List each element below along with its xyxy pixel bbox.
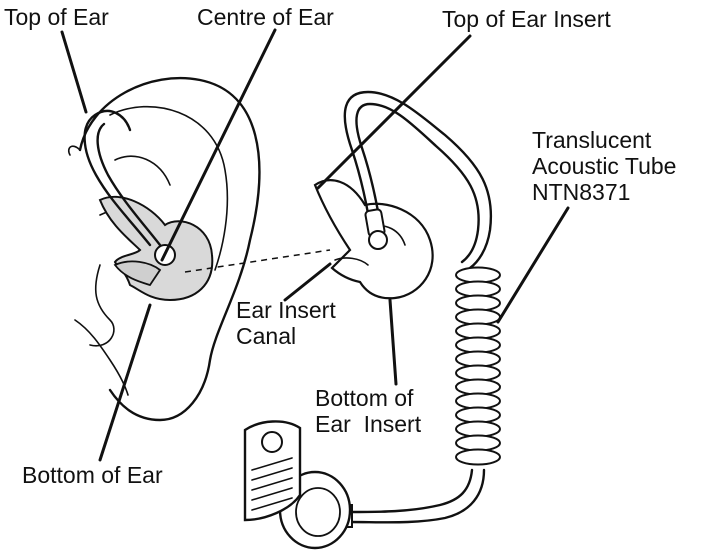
label-top-of-ear-text: Top of Ear <box>4 4 109 30</box>
label-bottom-of-ear-insert: Bottom of Ear Insert <box>315 385 421 437</box>
coil-loop <box>455 266 501 284</box>
coil-loop <box>455 322 501 340</box>
label-ear-insert-canal: Ear Insert Canal <box>236 297 336 349</box>
label-acoustic-tube: Translucent Acoustic Tube NTN8371 <box>532 127 676 205</box>
label-bottom-of-ear: Bottom of Ear <box>22 462 163 488</box>
alignment-dashed-line <box>184 249 331 273</box>
leader-centre-of-ear <box>160 28 277 262</box>
label-top-of-ear: Top of Ear <box>4 4 109 30</box>
label-centre-of-ear-text: Centre of Ear <box>197 4 334 30</box>
coil-loop <box>455 392 501 410</box>
coil-loop <box>455 294 501 312</box>
leader-top-of-ear-insert <box>316 34 472 190</box>
label-bottom-of-ear-insert-line1: Bottom of <box>315 385 414 411</box>
coil-loop <box>455 420 501 438</box>
label-ear-insert-canal-line1: Ear Insert <box>236 297 336 323</box>
coil-loop <box>455 406 501 424</box>
coil-loop <box>455 378 501 396</box>
coil-loop <box>455 350 501 368</box>
label-acoustic-tube-line1: Translucent <box>532 127 652 153</box>
leader-acoustic-tube <box>496 206 570 324</box>
label-top-of-ear-insert-text: Top of Ear Insert <box>442 6 611 32</box>
ear-insert-detached <box>313 90 493 300</box>
ear-insert-in-ear <box>83 109 214 302</box>
coiled-acoustic-tube <box>455 266 501 466</box>
coil-loop <box>455 448 501 466</box>
coil-loop <box>455 336 501 354</box>
label-ear-insert-canal-line2: Canal <box>236 323 297 349</box>
label-top-of-ear-insert: Top of Ear Insert <box>442 6 611 32</box>
leader-bottom-of-ear-insert <box>388 298 398 386</box>
label-bottom-of-ear-text: Bottom of Ear <box>22 462 163 488</box>
coil-loop <box>455 280 501 298</box>
coil-loop <box>455 364 501 382</box>
label-bottom-of-ear-insert-line2: Ear Insert <box>315 411 422 437</box>
leader-lines <box>60 28 570 462</box>
coil-loop <box>455 308 501 326</box>
lower-tube <box>337 468 486 528</box>
label-acoustic-tube-line3: NTN8371 <box>532 179 631 205</box>
leader-ear-insert-canal <box>283 262 332 302</box>
label-centre-of-ear: Centre of Ear <box>197 4 334 30</box>
coil-loop <box>455 434 501 452</box>
label-acoustic-tube-line2: Acoustic Tube <box>532 153 677 179</box>
leader-top-of-ear <box>60 30 88 114</box>
leader-bottom-of-ear <box>98 303 152 462</box>
clip-connector <box>243 420 352 550</box>
